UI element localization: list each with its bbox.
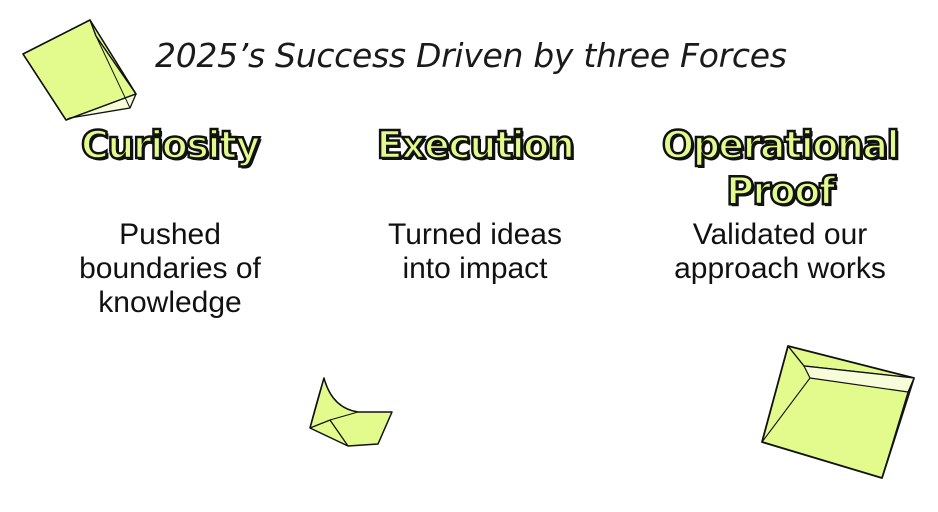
cube-bottom-right-icon bbox=[761, 345, 915, 479]
cube-small-center-icon bbox=[309, 377, 393, 447]
description-line: Validated our bbox=[692, 218, 868, 251]
force-title-line: Proof bbox=[725, 168, 837, 215]
slide-title: 2025’s Success Driven by three Forces bbox=[155, 36, 787, 75]
force-title-execution: Execution bbox=[335, 122, 615, 218]
force-column-operational-proof: Operational Proof Validated our approach… bbox=[635, 122, 925, 286]
force-description-execution: Turned ideas into impact bbox=[335, 218, 615, 286]
description-line: knowledge bbox=[98, 286, 242, 319]
description-line: boundaries of bbox=[79, 252, 261, 285]
force-description-operational-proof: Validated our approach works bbox=[635, 218, 925, 286]
force-title-operational-proof: Operational Proof bbox=[635, 122, 925, 218]
description-line: Turned ideas bbox=[388, 218, 562, 251]
description-line: into impact bbox=[402, 252, 548, 285]
description-line: Pushed bbox=[119, 218, 221, 251]
force-description-curiosity: Pushed boundaries of knowledge bbox=[30, 218, 310, 320]
force-column-execution: Execution Turned ideas into impact bbox=[335, 122, 615, 286]
force-title-curiosity: Curiosity bbox=[30, 122, 310, 218]
force-title-line: Operational bbox=[661, 122, 901, 169]
description-line: approach works bbox=[674, 252, 886, 285]
cube-top-left-icon bbox=[22, 19, 137, 121]
force-title-line: Curiosity bbox=[80, 122, 262, 169]
force-title-line: Execution bbox=[375, 122, 576, 169]
force-column-curiosity: Curiosity Pushed boundaries of knowledge bbox=[30, 122, 310, 320]
